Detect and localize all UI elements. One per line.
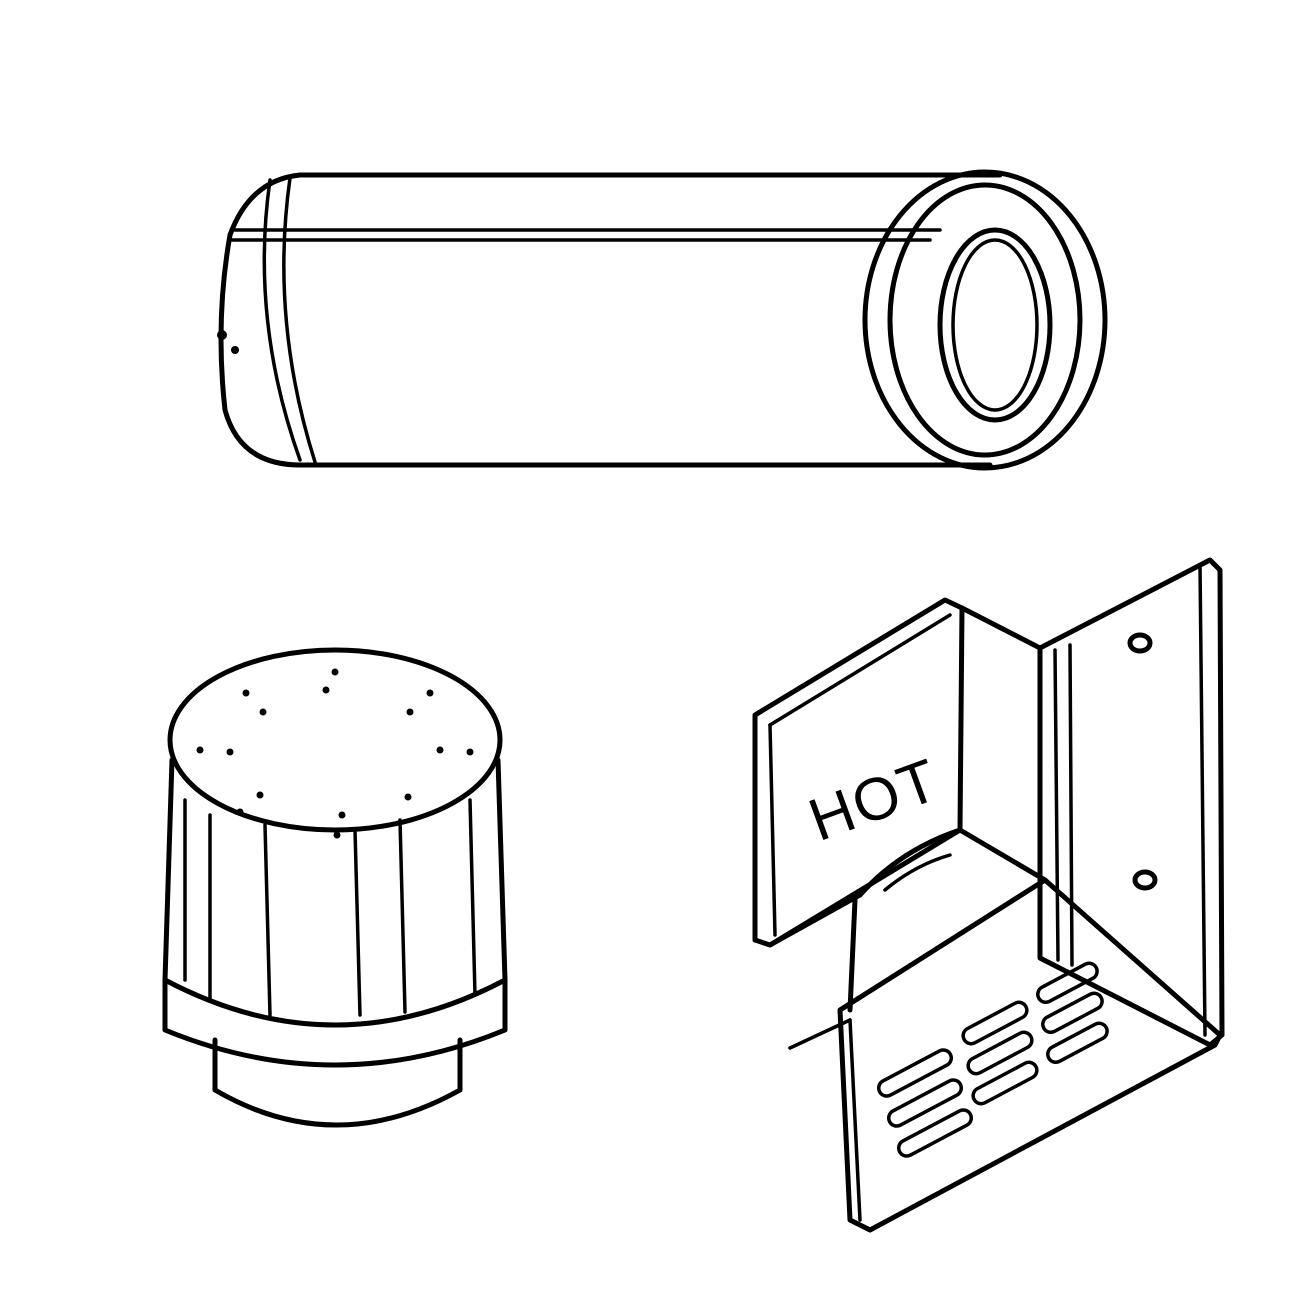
louvers (876, 961, 1109, 1158)
wall-thimble (752, 557, 1225, 1233)
vent-pipe (217, 169, 1108, 471)
termination-cap (162, 647, 508, 1128)
cap-perforations (196, 668, 474, 839)
